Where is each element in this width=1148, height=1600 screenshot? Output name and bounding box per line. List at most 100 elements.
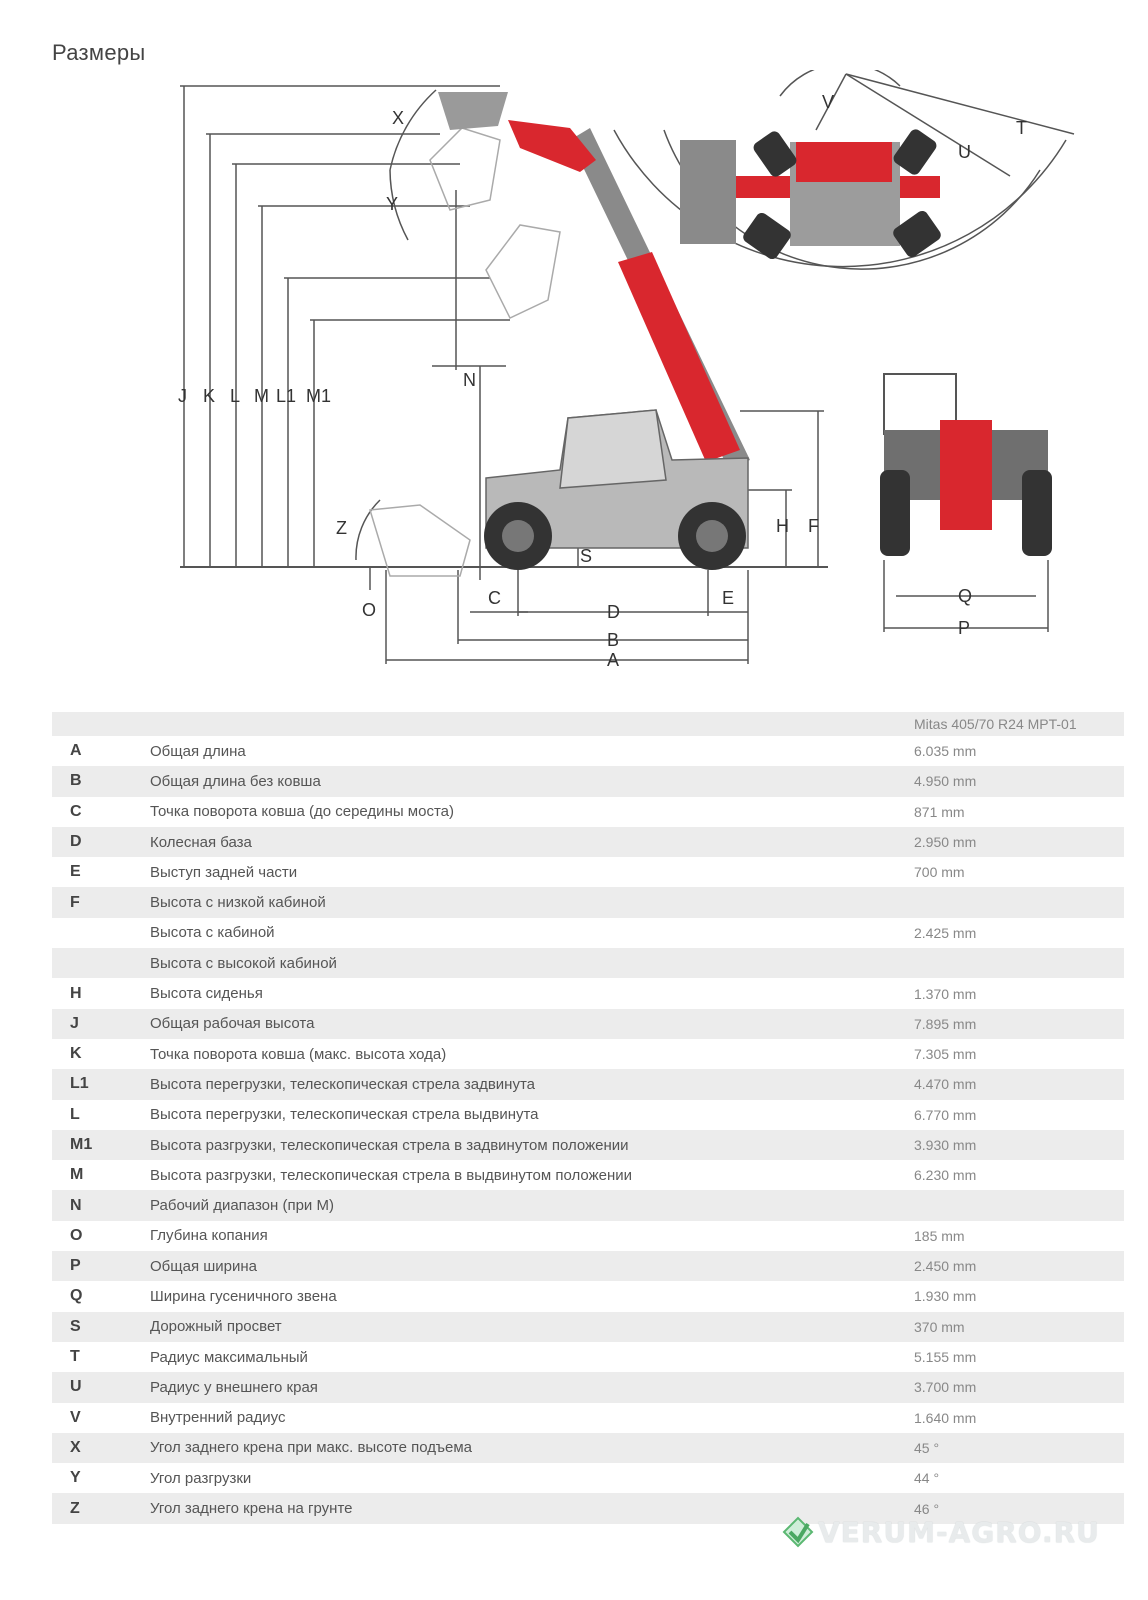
spec-value: 5.155 mm — [914, 1349, 977, 1366]
spec-letter: L1 — [52, 1069, 150, 1100]
spec-value: 6.035 mm — [914, 743, 977, 760]
table-row: L Высота перегрузки, телескопическая стре… — [52, 1100, 1124, 1130]
label-A: A — [607, 650, 619, 670]
watermark: VERUM-AGRO.RU — [778, 1512, 1118, 1552]
spec-label: Внутренний радиус — [150, 1409, 286, 1427]
spec-letter: Y — [70, 1469, 81, 1487]
spec-letter: X — [52, 1432, 150, 1464]
spec-value: 2.950 mm — [914, 826, 1124, 858]
spec-letter: C — [70, 802, 82, 820]
spec-value: 7.305 mm — [914, 1046, 977, 1063]
spec-label: Высота перегрузки, телескопическая стрел… — [150, 1106, 539, 1124]
spec-letter: H — [70, 984, 82, 1002]
spec-letter: F — [52, 887, 150, 918]
spec-letter: Q — [70, 1287, 83, 1305]
label-D: D — [607, 602, 620, 622]
table-row: Высота с высокой кабиной — [52, 948, 1124, 979]
spec-letter: M1 — [52, 1129, 150, 1161]
spec-letter: O — [70, 1226, 83, 1244]
spec-label: Радиус у внешнего края — [150, 1372, 914, 1403]
spec-letter: V — [70, 1408, 81, 1426]
spec-label: Выступ задней части — [150, 863, 298, 881]
spec-label: Угол заднего крена на грунте — [150, 1493, 914, 1524]
dimensions-diagram: J K L M L1 M1 N X Y Z O S C D E B A H F … — [178, 70, 1075, 670]
spec-label: Общая длина — [150, 742, 246, 760]
spec-letter: L — [70, 1105, 80, 1123]
table-header-row: Mitas 405/70 R24 MPT-01 — [52, 712, 1124, 736]
spec-label: Общая рабочая высота — [150, 1008, 914, 1039]
page-title: Размеры — [52, 40, 146, 65]
spec-value: 185 mm — [914, 1227, 965, 1244]
spec-label: Рабочий диапазон (при M) — [150, 1190, 914, 1221]
spec-value: 3.930 mm — [914, 1129, 1124, 1161]
spec-letter: M — [70, 1166, 84, 1184]
spec-letter: T — [70, 1348, 80, 1366]
spec-label: Глубина копания — [150, 1227, 268, 1245]
spec-letter: A — [70, 742, 82, 760]
spec-value — [914, 1190, 1124, 1221]
label-Q: Q — [958, 586, 972, 606]
spec-label: Высота с низкой кабиной — [150, 887, 914, 918]
spec-value — [914, 887, 1124, 918]
label-U: U — [958, 142, 971, 162]
spec-value: 7.895 mm — [914, 1008, 1124, 1039]
label-J: J — [178, 386, 187, 406]
label-M1: M1 — [306, 386, 331, 406]
tire-spec-header: Mitas 405/70 R24 MPT-01 — [914, 712, 1124, 736]
spec-letter: P — [52, 1251, 150, 1282]
spec-letter — [52, 918, 150, 948]
spec-value — [914, 948, 1124, 979]
spec-label: Колесная база — [150, 826, 914, 858]
label-Y: Y — [386, 194, 398, 214]
spec-label: Высота разгрузки, телескопическая стрела… — [150, 1166, 633, 1184]
table-row: K Точка поворота ковша (макс. высота хода… — [52, 1039, 1124, 1069]
label-E: E — [722, 588, 734, 608]
label-X: X — [392, 108, 404, 128]
label-N: N — [463, 370, 476, 390]
spec-label: Высота сиденья — [150, 985, 263, 1003]
label-H: H — [776, 516, 789, 536]
spec-letter: N — [52, 1190, 150, 1221]
label-L1: L1 — [276, 386, 296, 406]
spec-value: 370 mm — [914, 1311, 1124, 1342]
spec-label: Высота перегрузки, телескопическая стрел… — [150, 1069, 914, 1100]
table-row: T Радиус максимальный 5.155 mm — [52, 1342, 1124, 1372]
spec-letter: E — [70, 863, 81, 881]
spec-letter: Z — [52, 1493, 150, 1524]
spec-label: Дорожный просвет — [150, 1311, 914, 1342]
spec-value: 6.770 mm — [914, 1106, 977, 1123]
label-C: C — [488, 588, 501, 608]
spec-value: 1.370 mm — [914, 985, 977, 1002]
spec-label: Общая длина без ковша — [150, 766, 914, 797]
spec-label: Точка поворота ковша (макс. высота хода) — [150, 1045, 447, 1063]
spec-value: 4.950 mm — [914, 766, 1124, 797]
spec-letter: K — [70, 1045, 82, 1063]
spec-label: Высота разгрузки, телескопическая стрела… — [150, 1129, 914, 1161]
spec-label: Высота с высокой кабиной — [150, 948, 914, 979]
spec-value: 1.640 mm — [914, 1409, 977, 1426]
spec-letter: S — [52, 1311, 150, 1342]
label-S: S — [580, 546, 592, 566]
spec-value: 871 mm — [914, 803, 965, 820]
spec-label: Высота с кабиной — [150, 924, 275, 942]
label-Z: Z — [336, 518, 347, 538]
spec-label: Радиус максимальный — [150, 1348, 308, 1366]
label-O: O — [362, 600, 376, 620]
table-row: V Внутренний радиус 1.640 mm — [52, 1403, 1124, 1433]
spec-letter: J — [52, 1008, 150, 1039]
spec-label: Общая ширина — [150, 1251, 914, 1282]
